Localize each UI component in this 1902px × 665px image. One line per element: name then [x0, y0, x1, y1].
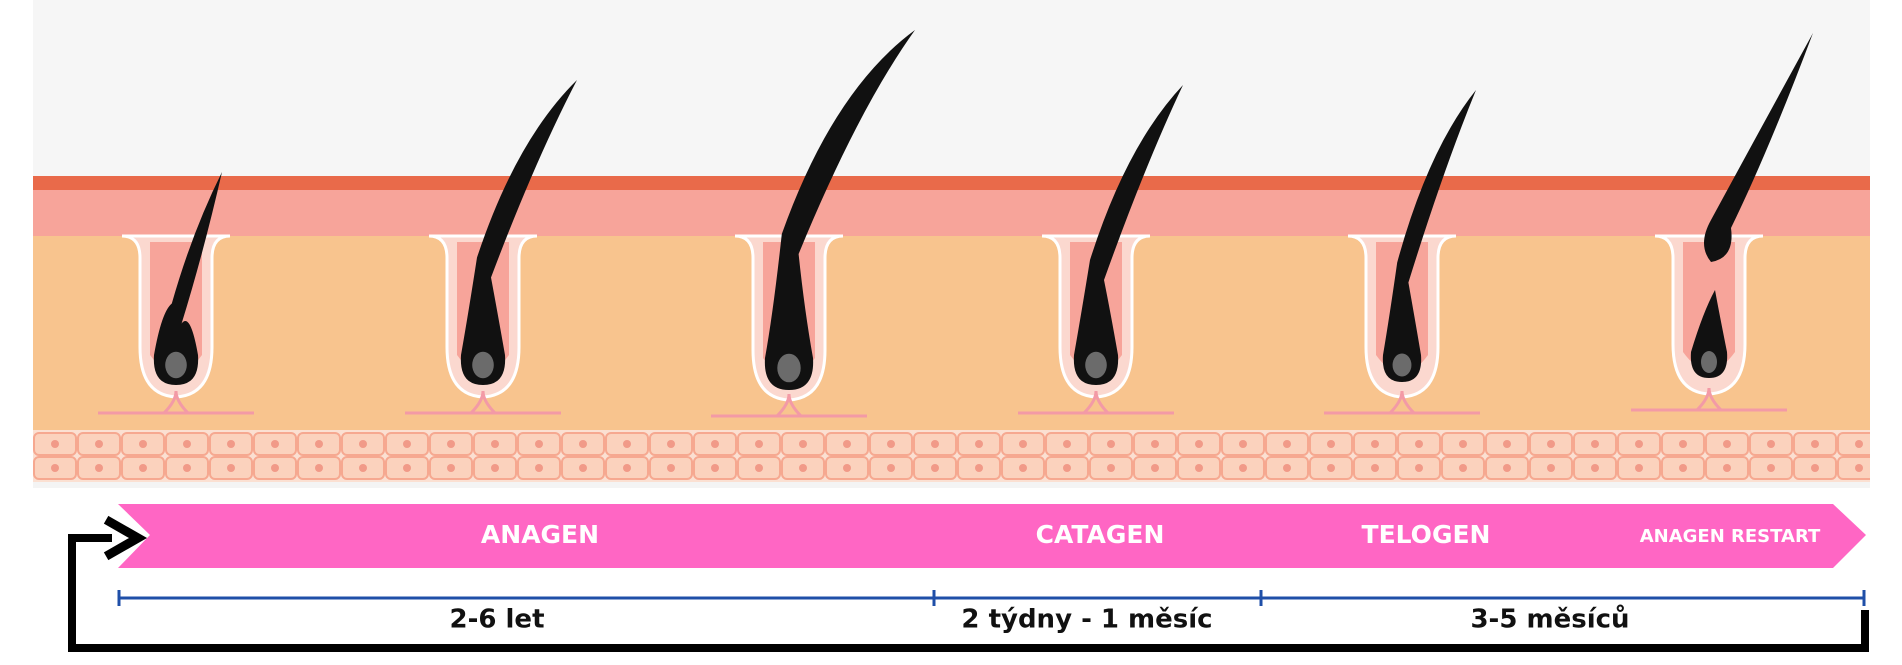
papilla-stem	[775, 393, 803, 418]
hair-follicle-anagen-restart	[1631, 33, 1813, 412]
dermal-papilla	[165, 351, 187, 379]
dermis-layer	[33, 190, 1870, 238]
papilla-stem	[1695, 387, 1723, 412]
phase-label-anagen-restart: ANAGEN RESTART	[1640, 526, 1821, 547]
duration-timeline: 2-6 let 2 týdny - 1 měsíc 3-5 měsíců	[117, 590, 1866, 635]
hair-follicle-telogen	[1324, 90, 1480, 415]
duration-label-catagen: 2 týdny - 1 měsíc	[961, 605, 1212, 635]
phase-label-telogen: TELOGEN	[1362, 520, 1491, 549]
cycle-arrow-line	[68, 534, 1869, 652]
papilla-stem	[469, 390, 497, 415]
hair-shaft	[1073, 85, 1183, 385]
sky-background	[33, 0, 1870, 178]
hair-follicles	[98, 30, 1813, 418]
papilla-stem	[1082, 390, 1110, 415]
new-hair-bulb	[1690, 290, 1728, 378]
hair-follicle-anagen-early	[98, 172, 254, 415]
hair-shaft	[460, 80, 577, 385]
cycle-arrowhead-icon	[103, 515, 148, 561]
hair-shaft	[1382, 90, 1476, 382]
phase-arrow-anagen	[118, 504, 958, 568]
duration-label-anagen: 2-6 let	[450, 605, 545, 635]
phase-arrow-catagen	[920, 504, 1282, 568]
skin-bottom-edge	[33, 482, 1870, 488]
epidermis-top-layer	[33, 176, 1870, 192]
fat-layer	[33, 236, 1870, 430]
dermal-papilla	[1701, 351, 1717, 373]
papilla-stem	[162, 390, 190, 415]
phase-arrow-anagen-restart	[1571, 504, 1866, 568]
dermal-papilla	[472, 351, 494, 379]
phase-arrow-telogen	[1243, 504, 1610, 568]
hair-follicle-anagen-mid	[405, 80, 577, 415]
dermal-papilla	[777, 353, 801, 383]
papilla-stem	[1388, 390, 1416, 415]
phase-label-anagen: ANAGEN	[481, 520, 599, 549]
dermal-papilla	[1392, 353, 1412, 377]
hair-follicle-anagen-full	[711, 30, 915, 418]
hair-shaft	[153, 172, 222, 385]
cycle-return-arrow	[68, 515, 1869, 652]
shedding-hair	[1704, 33, 1813, 262]
hair-follicle-catagen	[1018, 85, 1183, 415]
dermal-papilla	[1085, 351, 1107, 379]
phase-label-catagen: CATAGEN	[1036, 520, 1165, 549]
phase-arrows: ANAGEN CATAGEN TELOGEN ANAGEN RESTART	[118, 504, 1866, 568]
hair-shaft	[764, 30, 915, 390]
skin-illustration	[33, 0, 1870, 488]
duration-label-telogen: 3-5 měsíců	[1470, 604, 1629, 635]
cell-pattern	[33, 432, 1870, 480]
